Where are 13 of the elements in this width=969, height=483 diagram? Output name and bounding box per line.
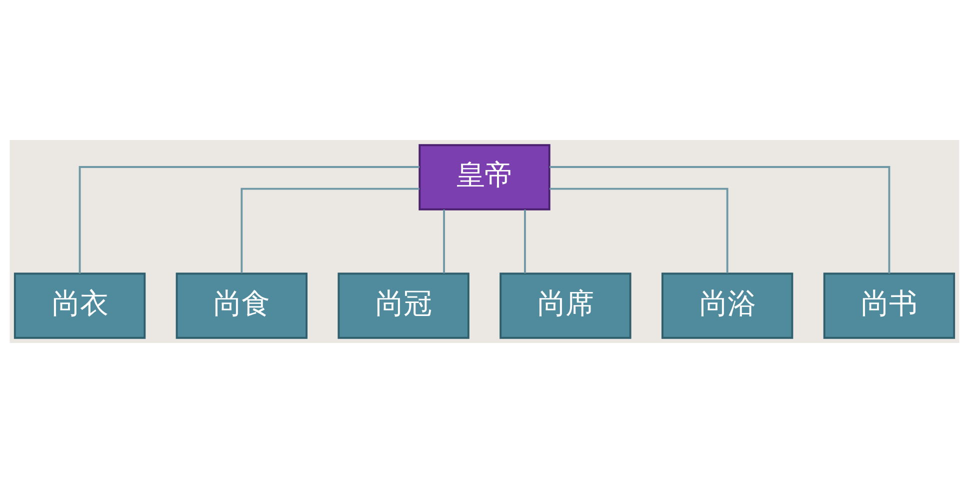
node-box: 皇帝	[418, 144, 550, 210]
connector	[443, 210, 445, 274]
connector	[524, 210, 526, 274]
connector	[78, 166, 420, 274]
node-box: 尚食	[176, 272, 308, 339]
node-box: 尚冠	[338, 272, 470, 339]
connector	[240, 188, 420, 274]
connector	[550, 166, 890, 274]
node-box: 尚席	[500, 272, 632, 339]
node-box: 尚书	[823, 272, 956, 339]
node-box: 尚浴	[661, 272, 794, 339]
node-box: 尚衣	[14, 272, 146, 339]
connector	[550, 188, 728, 274]
